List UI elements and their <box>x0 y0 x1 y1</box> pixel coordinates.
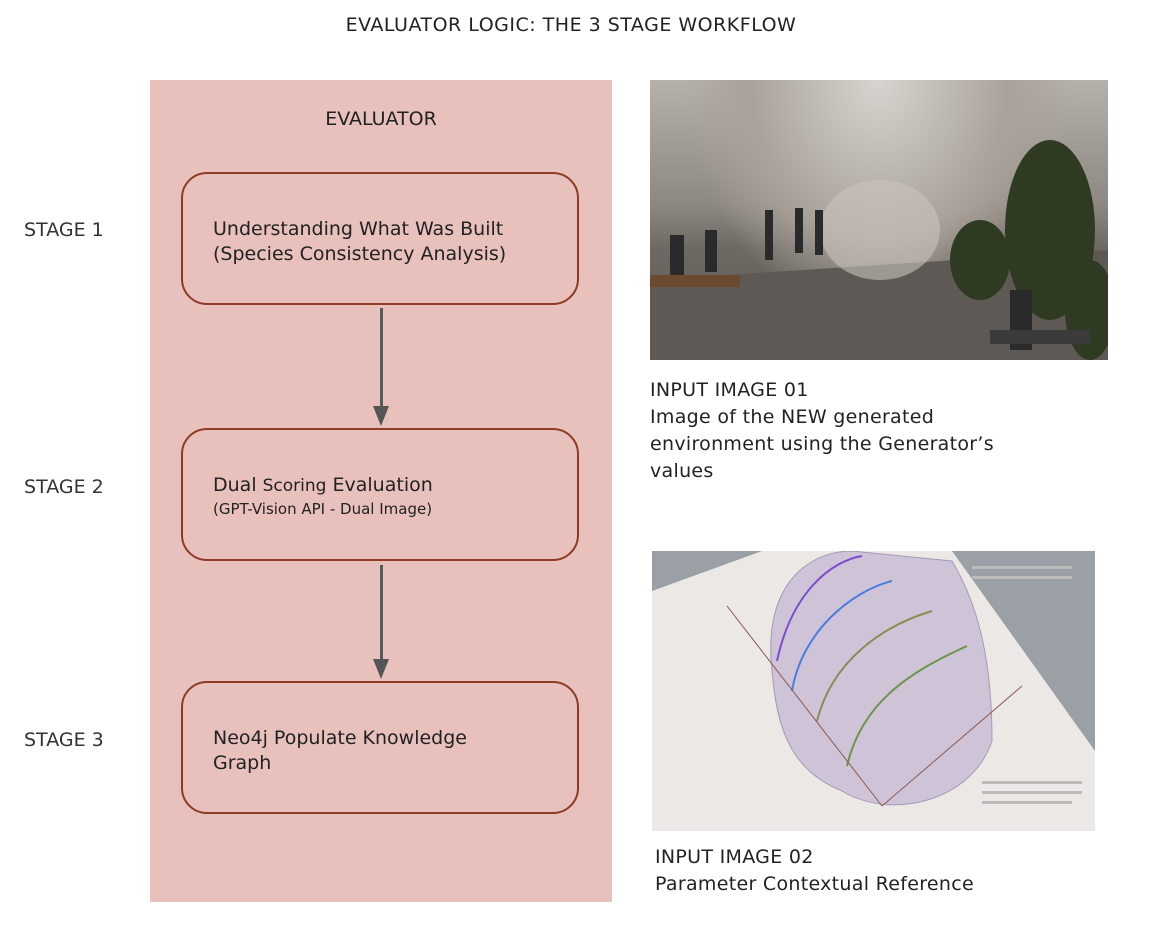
arrow-head-icon <box>373 406 389 426</box>
stage-2-box: Dual Scoring Evaluation (GPT-Vision API … <box>181 428 579 561</box>
stage-3-title-cont: Graph <box>213 752 272 774</box>
diagram-title: EVALUATOR LOGIC: THE 3 STAGE WORKFLOW <box>345 14 797 36</box>
input-image-01-render <box>650 80 1108 360</box>
evaluator-title: EVALUATOR <box>325 108 437 130</box>
stage-1-box: Understanding What Was Built (Species Co… <box>181 172 579 305</box>
stage-3-box: Neo4j Populate Knowledge Graph <box>181 681 579 814</box>
input-image-01-caption: INPUT IMAGE 01 Image of the NEW generate… <box>650 379 994 482</box>
stage-2-label: STAGE 2 <box>24 476 104 498</box>
stage-1-subtitle: (Species Consistency Analysis) <box>213 243 507 265</box>
stage-3-title: Neo4j Populate Knowledge <box>213 727 467 749</box>
input-image-02-caption: INPUT IMAGE 02 Parameter Contextual Refe… <box>655 846 975 895</box>
stage-1-title: Understanding What Was Built <box>213 218 504 240</box>
stage-1-label: STAGE 1 <box>24 219 104 241</box>
stage-2-subtitle: (GPT-Vision API - Dual Image) <box>213 500 433 518</box>
arrow-head-icon <box>373 659 389 679</box>
parametric-dome-illustration <box>652 551 1095 831</box>
stage-2-title: Dual Scoring Evaluation <box>213 474 433 496</box>
evaluator-panel <box>150 80 612 902</box>
stage-3-label: STAGE 3 <box>24 729 104 751</box>
input-image-01-heading: INPUT IMAGE 01 <box>650 379 809 401</box>
input-image-02-render <box>652 551 1095 831</box>
arrow-1-2 <box>380 308 383 408</box>
input-image-02-heading: INPUT IMAGE 02 <box>655 846 814 868</box>
arrow-2-3 <box>380 565 383 660</box>
interior-scene-illustration <box>650 140 1108 360</box>
